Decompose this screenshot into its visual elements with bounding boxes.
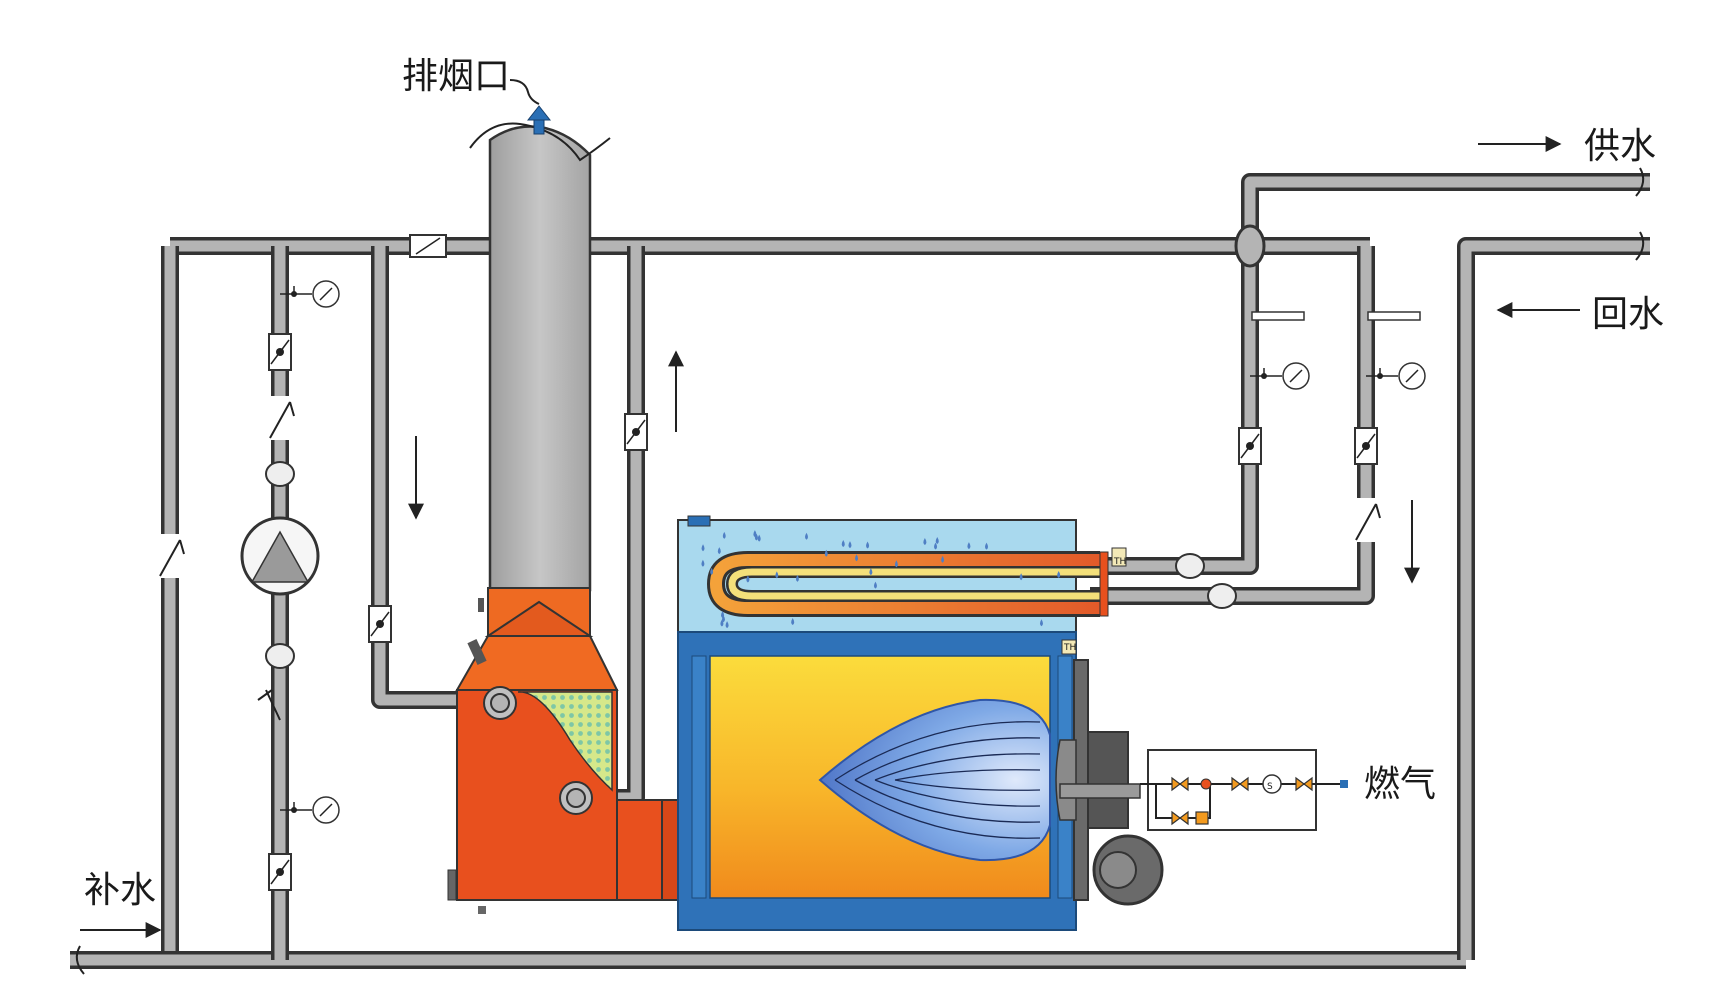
- pipe-fittings: [159, 234, 1426, 891]
- chimney: [469, 79, 611, 592]
- return-union: [1207, 583, 1237, 609]
- water-droplet: [941, 555, 945, 563]
- flow-arrows: [80, 136, 1580, 938]
- water-droplet: [934, 542, 938, 550]
- water-droplet: [720, 619, 724, 627]
- water-droplet: [721, 611, 725, 619]
- svg-text:S: S: [1267, 782, 1273, 792]
- water-droplet: [935, 537, 939, 545]
- water-droplet: [848, 541, 852, 549]
- water-droplets: [701, 530, 1061, 629]
- water-droplet: [841, 540, 845, 548]
- water-droplet: [894, 560, 898, 568]
- water-droplet: [775, 571, 779, 579]
- water-droplet: [866, 541, 870, 549]
- circulation-pump: [240, 516, 320, 596]
- water-droplet: [873, 581, 877, 589]
- water-droplet: [824, 549, 828, 557]
- water-droplet: [725, 621, 729, 629]
- water-droplet: [701, 544, 705, 552]
- union-lower: [265, 643, 295, 669]
- water-droplet: [869, 568, 873, 576]
- water-droplet: [710, 567, 714, 575]
- water-droplet: [791, 617, 795, 625]
- water-droplet: [795, 574, 799, 582]
- strainer-icon: [257, 689, 281, 721]
- exhaust-label: 排烟口: [402, 56, 510, 97]
- water-droplet: [923, 537, 927, 545]
- gas-label: 燃气: [1364, 764, 1436, 805]
- water-droplet: [746, 575, 750, 583]
- water-droplet: [1019, 573, 1023, 581]
- water-droplet: [722, 531, 726, 539]
- water-droplet: [1057, 571, 1061, 579]
- water-droplet: [717, 547, 721, 555]
- water-droplet: [1039, 619, 1043, 627]
- water-droplet: [855, 554, 859, 562]
- gas-arrow-icon: [1340, 780, 1348, 788]
- water-droplet: [804, 532, 808, 540]
- water-droplet: [753, 530, 757, 538]
- thermometer-icon: [1367, 311, 1421, 321]
- supply-label: 供水: [1584, 126, 1656, 167]
- boiler: [677, 515, 1164, 931]
- condensing-heat-exchanger: [447, 587, 686, 914]
- water-droplet: [967, 542, 971, 550]
- water-droplet: [985, 542, 989, 550]
- gas-valve-train: S: [1140, 749, 1348, 831]
- return-label: 回水: [1592, 294, 1664, 335]
- union-upper: [265, 461, 295, 487]
- thermometer-icon: [1251, 311, 1305, 321]
- water-droplet: [757, 534, 761, 542]
- makeup-label: 补水: [84, 870, 156, 911]
- th-label-tank: TH: [1113, 557, 1126, 567]
- th-label-furnace: TH: [1063, 643, 1076, 653]
- supply-union: [1175, 553, 1205, 579]
- water-droplet: [701, 559, 705, 567]
